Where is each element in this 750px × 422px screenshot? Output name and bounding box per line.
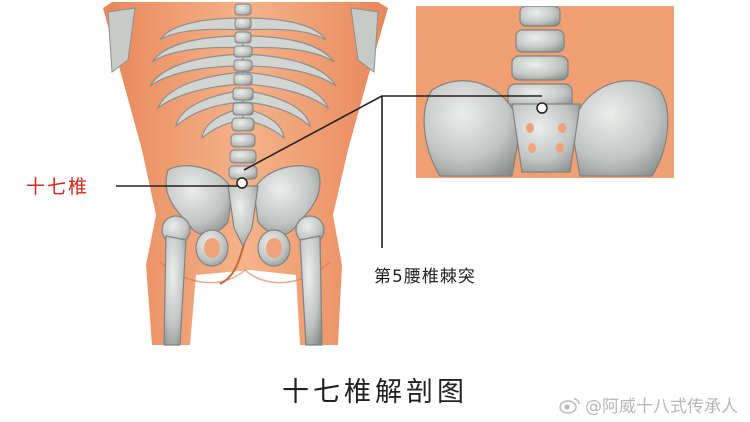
figure-caption: 十七椎解剖图 [282, 377, 468, 408]
acupoint-marker [236, 177, 248, 189]
femurs [161, 215, 325, 346]
spinous-process-label: 第5腰椎棘突 [374, 267, 476, 287]
scapulae [107, 7, 379, 73]
watermark: @阿威十八式传承人 [559, 392, 738, 417]
watermark-text: @阿威十八式传承人 [585, 397, 738, 417]
rib-cage [149, 17, 337, 140]
acupoint-label: 十七椎 [26, 176, 90, 198]
inset-view [416, 6, 674, 178]
callout-lines [116, 95, 542, 248]
spine [228, 3, 258, 180]
weibo-icon [559, 397, 580, 414]
spinous-process-marker [536, 102, 548, 114]
